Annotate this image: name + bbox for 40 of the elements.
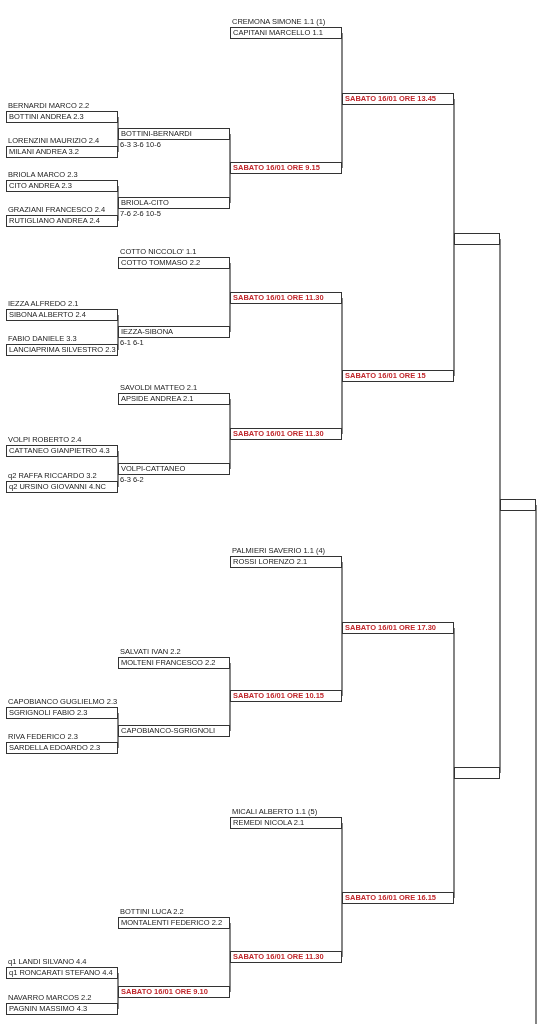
bracket-line (229, 398, 231, 435)
bracket-line (341, 98, 343, 169)
bracket-line (117, 991, 119, 1010)
bracket-line (117, 450, 119, 470)
bracket-line (229, 956, 231, 993)
bracket-line (341, 297, 343, 377)
bracket-line (341, 627, 343, 697)
bracket-line (229, 262, 231, 299)
bracket-line (453, 98, 455, 240)
bracket-line (535, 504, 537, 1024)
bracket-line (453, 238, 455, 377)
bracket-line (229, 922, 231, 958)
bracket-line (117, 331, 119, 351)
bracket-line (341, 822, 343, 899)
bracket-line (117, 730, 119, 749)
bracket-line (229, 167, 231, 204)
bracket-line (341, 32, 343, 100)
bracket-line (117, 972, 119, 993)
bracket-slot (454, 767, 500, 779)
bracket-line (229, 433, 231, 470)
bracket-line (117, 712, 119, 732)
bracket-line (117, 116, 119, 135)
bracket-line (229, 133, 231, 169)
bracket-slot (500, 499, 536, 511)
bracket-line (341, 561, 343, 629)
bracket-line (117, 202, 119, 222)
bracket-line (229, 662, 231, 697)
bracket-line (117, 185, 119, 204)
bracket-line (117, 133, 119, 153)
bracket-line (341, 375, 343, 435)
bracket-line (229, 695, 231, 732)
bracket-line (453, 627, 455, 774)
bracket-line (117, 468, 119, 488)
bracket-line (499, 238, 501, 506)
bracket-line (499, 504, 501, 774)
bracket-line (341, 897, 343, 958)
bracket-slot (454, 233, 500, 245)
bracket-line (229, 297, 231, 333)
bracket-line (117, 314, 119, 333)
bracket-line (453, 772, 455, 899)
